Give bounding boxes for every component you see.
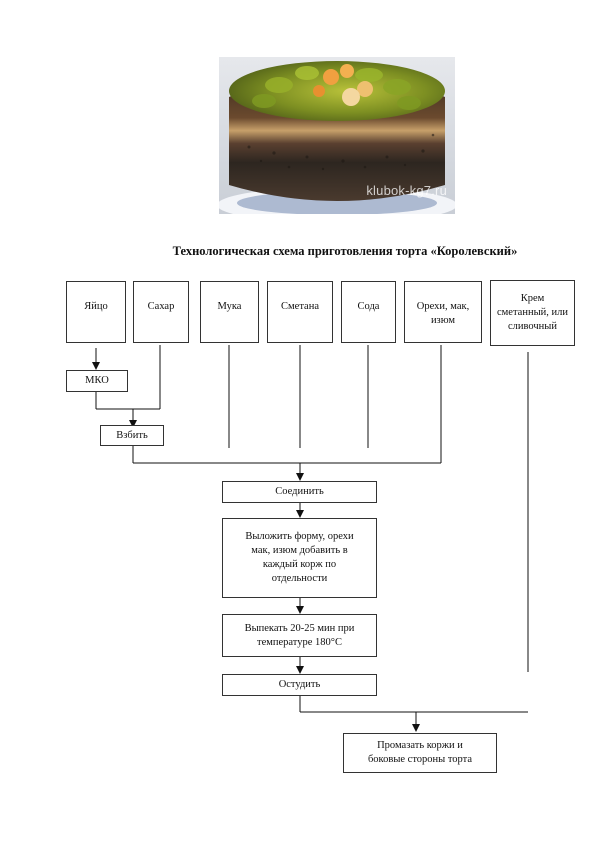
step-box-bake: Выпекать 20-25 мин при температуре 180°С <box>222 614 377 657</box>
ingredient-box-sugar: Сахар <box>133 281 189 343</box>
ingredient-label: Сахар <box>147 301 175 312</box>
step-box-combine: Соединить <box>222 481 377 503</box>
step-label: Остудить <box>278 679 321 690</box>
ingredient-label: Крем сметанный, или сливочный <box>497 293 568 332</box>
step-label: Соединить <box>275 486 324 497</box>
ingredient-label: Орехи, мак, изюм <box>416 301 470 326</box>
ingredient-label: Сода <box>357 301 380 312</box>
ingredient-box-nuts: Орехи, мак, изюм <box>404 281 482 343</box>
watermark-text: klubok-kg7.ru <box>366 183 447 198</box>
cake-photo: klubok-kg7.ru <box>219 57 455 214</box>
ingredient-box-sour-cream: Сметана <box>267 281 333 343</box>
step-label: Выпекать 20-25 мин при температуре 180°С <box>244 622 355 648</box>
step-box-whip: Взбить <box>100 425 164 446</box>
ingredient-box-soda: Сода <box>341 281 396 343</box>
step-label: МКО <box>85 375 109 386</box>
ingredient-label: Мука <box>217 301 242 312</box>
step-label: Взбить <box>116 429 148 441</box>
step-box-cool: Остудить <box>222 674 377 696</box>
ingredient-box-flour: Мука <box>200 281 259 343</box>
step-box-spread: Промазать коржи и боковые стороны торта <box>343 733 497 773</box>
step-label: Промазать коржи и боковые стороны торта <box>367 740 473 765</box>
ingredient-box-cream: Крем сметанный, или сливочный <box>490 280 575 346</box>
ingredient-box-egg: Яйцо <box>66 281 126 343</box>
step-box-fill: Выложить форму, орехи мак, изюм добавить… <box>222 518 377 598</box>
step-box-mko: МКО <box>66 370 128 392</box>
ingredient-label: Сметана <box>281 301 319 312</box>
page-title: Технологическая схема приготовления торт… <box>172 244 518 258</box>
cake-image <box>219 57 455 214</box>
step-label: Выложить форму, орехи мак, изюм добавить… <box>245 531 354 584</box>
ingredient-label: Яйцо <box>84 301 108 312</box>
